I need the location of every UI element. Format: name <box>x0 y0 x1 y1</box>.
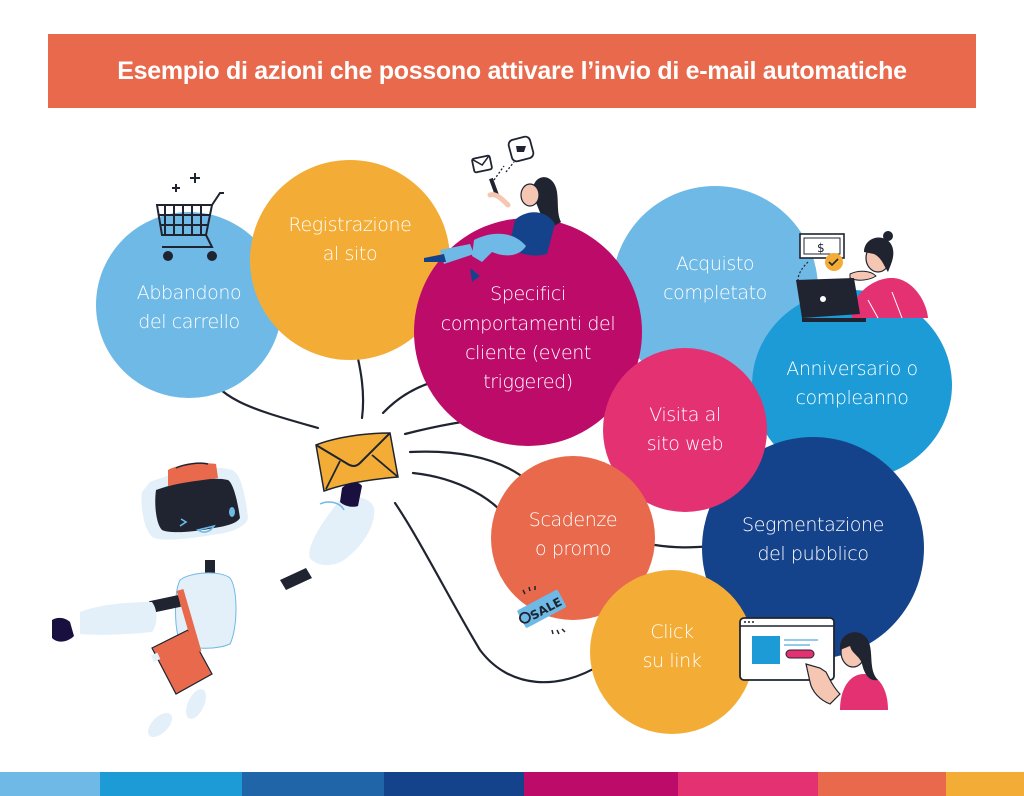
sale-sparkle-icon <box>522 586 566 635</box>
bubble-label: Anniversario o compleanno <box>786 357 918 409</box>
svg-text:$: $ <box>817 241 825 255</box>
shopping-cart-icon <box>155 173 224 261</box>
bar-segment <box>0 772 100 796</box>
bar-segment <box>678 772 818 796</box>
robot-icon <box>52 462 375 738</box>
woman-browser-icon <box>739 617 888 710</box>
bubble-label: Acquisto completato <box>663 252 767 304</box>
bar-segment <box>384 772 524 796</box>
bar-segment <box>946 772 1024 796</box>
woman-laptop-icon: $ <box>796 231 928 322</box>
bar-segment <box>818 772 946 796</box>
bubble-label: Click su link <box>642 620 702 672</box>
bar-segment <box>524 772 678 796</box>
envelope-icon <box>315 432 399 493</box>
bubble-label: Scadenze o promo <box>528 508 618 560</box>
bubble-label: Specifici comportamenti del cliente (eve… <box>440 283 616 394</box>
bubble-label: Segmentazione del pubblico <box>742 513 884 565</box>
bar-segment <box>100 772 242 796</box>
bar-segment <box>242 772 384 796</box>
title-banner: Esempio di azioni che possono attivare l… <box>48 34 976 108</box>
woman-phone-icon <box>424 135 561 282</box>
bubble-label: Registrazione al sito <box>288 213 412 265</box>
bubble-label: Visita al sito web <box>646 403 724 455</box>
bubble-label: Abbandono del carrello <box>136 281 242 333</box>
bottom-color-bar <box>0 772 1024 796</box>
page-title: Esempio di azioni che possono attivare l… <box>117 56 907 85</box>
bubble-click-su-link: Click su link <box>590 570 754 734</box>
sale-tag-icon: SALE <box>517 589 567 628</box>
